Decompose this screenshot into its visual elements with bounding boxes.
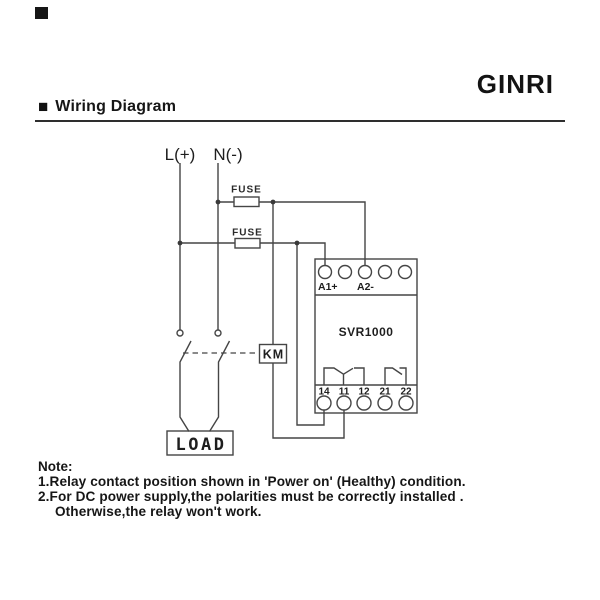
section-bullet-icon: ■ [38, 96, 49, 116]
load: LOAD [166, 430, 234, 456]
junction-dot [270, 199, 276, 205]
terminal-circle-11 [336, 395, 352, 411]
relay-device: A1+ A2- SVR1000 14 11 12 21 22 [314, 258, 418, 414]
terminal-a2-label: A2- [357, 281, 374, 293]
supply-line-label: L(+) [165, 145, 196, 164]
relay-box [314, 258, 418, 414]
terminal-circle-a1 [317, 264, 333, 280]
relay-model-label: SVR1000 [339, 325, 394, 339]
terminal-circle [397, 264, 413, 280]
notes-section: Note: 1.Relay contact position shown in … [38, 459, 578, 520]
contact-14-11-closed [323, 367, 345, 385]
section-heading: ■ Wiring Diagram [38, 98, 176, 116]
terminal-circle [377, 264, 393, 280]
relay-bottom-terminal-circles [316, 395, 414, 411]
terminal14-wire [296, 243, 325, 426]
terminal-circle-22 [398, 395, 414, 411]
fuse2-label: FUSE [232, 228, 263, 239]
fuse1-wire [218, 201, 366, 265]
header-rule [35, 120, 565, 122]
note-line-3: Otherwise,the relay won't work. [55, 504, 262, 520]
terminal-circle-21 [377, 395, 393, 411]
relay-contact-changeover-2 [384, 367, 407, 385]
fuse2-box [234, 237, 261, 249]
contact-pivot-circle [176, 329, 184, 337]
contact-22-bar [399, 367, 407, 385]
circuit-wires [179, 163, 366, 439]
terminal-circle-14 [316, 395, 332, 411]
contact-pivot-circle [214, 329, 222, 337]
brand-logo: GINRI [476, 69, 554, 99]
terminal-14-label: 14 [318, 387, 330, 398]
terminal-circle-a2 [357, 264, 373, 280]
junction-dot [177, 240, 183, 246]
terminal-12-label: 12 [358, 387, 370, 398]
fuse1-box [233, 196, 260, 208]
contact-12-open [343, 367, 365, 385]
km-box [258, 343, 288, 364]
scan-mark [35, 7, 48, 19]
km-label: KM [263, 348, 284, 362]
load-box [166, 430, 234, 456]
supply-neutral-label: N(-) [213, 145, 242, 164]
contact-blade-right [208, 340, 231, 432]
note-line-2: 2.For DC power supply,the polarities mus… [38, 489, 464, 505]
terminal-circle-12 [356, 395, 372, 411]
terminal-11-label: 11 [339, 387, 350, 398]
section-title: Wiring Diagram [55, 98, 177, 115]
terminal-21-label: 21 [379, 387, 391, 398]
terminal-circle [337, 264, 353, 280]
junction-dot [215, 199, 221, 205]
contact-21-blade-open [384, 367, 403, 385]
main-contacts [176, 329, 259, 432]
note-line-1: 1.Relay contact position shown in 'Power… [38, 474, 466, 489]
load-label: LOAD [176, 435, 227, 455]
contactor-coil: KM [258, 343, 288, 364]
terminal-a1-label: A1+ [318, 281, 338, 293]
contact-blade-left [179, 340, 192, 432]
junction-dots [177, 199, 300, 246]
km-coil-wire [272, 202, 345, 439]
terminal-22-label: 22 [400, 387, 412, 398]
note-title: Note: [38, 459, 73, 474]
fuse1-label: FUSE [231, 185, 262, 196]
fuse2-wire [180, 242, 326, 265]
relay-top-terminal-circles [317, 264, 413, 280]
junction-dot [294, 240, 300, 246]
relay-contact-changeover-1 [323, 367, 365, 385]
